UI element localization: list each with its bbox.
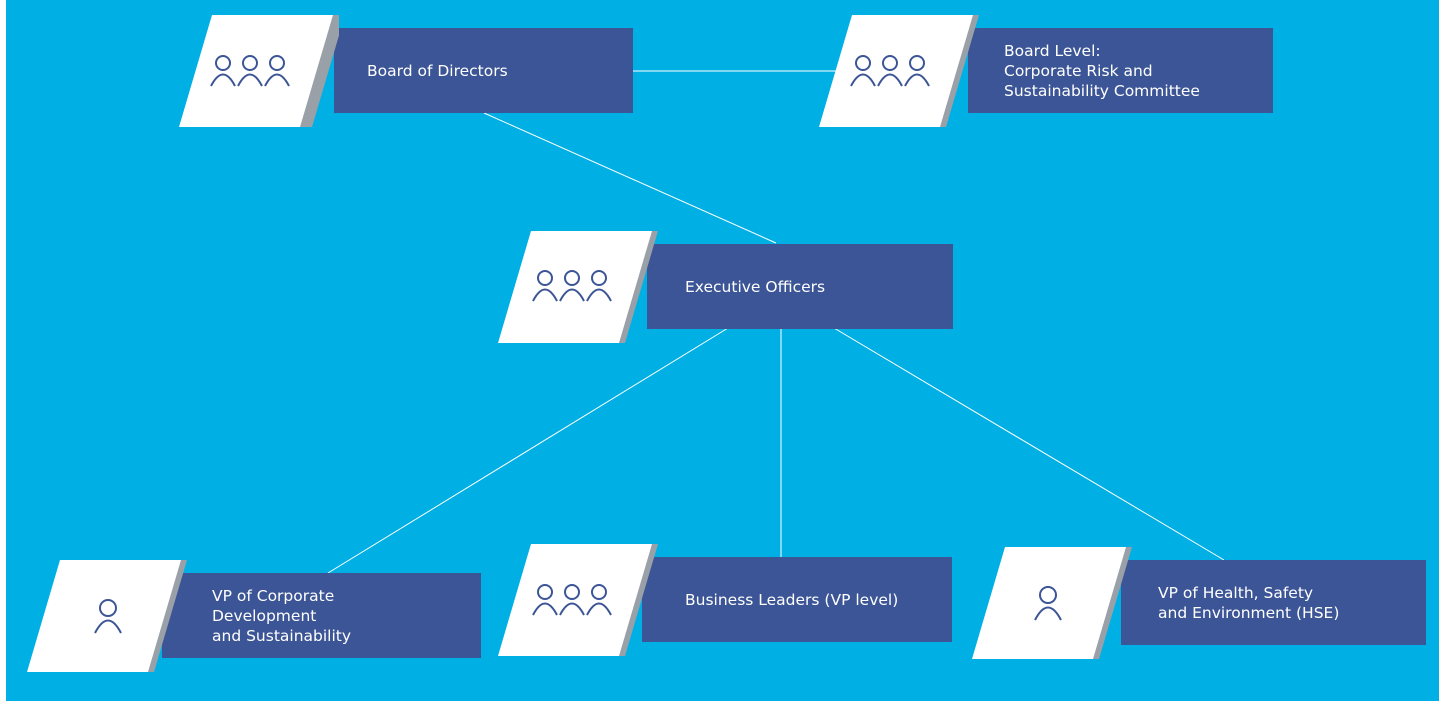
executive-card: [498, 231, 658, 343]
committee-label: Board Level: Corporate Risk and Sustaina…: [1004, 41, 1200, 100]
connector-executive-vp-corporate: [327, 327, 729, 574]
business-leaders-label-box: Business Leaders (VP level): [642, 557, 952, 642]
org-chart: Board of Directors Board Level: Corporat…: [6, 0, 1439, 701]
vp-hse-label: VP of Health, Safety and Environment (HS…: [1158, 583, 1340, 622]
business-leaders-label: Business Leaders (VP level): [685, 590, 899, 609]
board-label-box: Board of Directors: [334, 28, 633, 113]
group-icon: [532, 270, 612, 302]
executive-label: Executive Officers: [685, 277, 826, 296]
node-vp-hse: VP of Health, Safety and Environment (HS…: [972, 547, 1426, 659]
board-card: [179, 15, 339, 127]
group-icon: [532, 584, 612, 616]
person-icon: [94, 599, 122, 634]
node-board-of-directors: Board of Directors: [179, 15, 633, 127]
connector-executive-vp-hse: [833, 327, 1225, 561]
business-leaders-card: [498, 544, 658, 656]
node-business-leaders: Business Leaders (VP level): [498, 544, 952, 656]
committee-card: [819, 15, 979, 127]
connector-lines: [327, 70, 1225, 574]
vp-corporate-label: VP of Corporate Development and Sustaina…: [212, 586, 352, 645]
vp-corporate-card: [27, 560, 187, 672]
node-executive-officers: Executive Officers: [498, 231, 953, 343]
person-icon: [1034, 586, 1062, 621]
connector-board-executive: [483, 112, 777, 244]
vp-hse-label-box: VP of Health, Safety and Environment (HS…: [1121, 560, 1426, 645]
committee-label-box: Board Level: Corporate Risk and Sustaina…: [968, 28, 1273, 113]
executive-label-box: Executive Officers: [647, 244, 953, 329]
node-vp-corporate-development: VP of Corporate Development and Sustaina…: [27, 560, 481, 672]
node-risk-committee: Board Level: Corporate Risk and Sustaina…: [819, 15, 1273, 127]
vp-corporate-label-box: VP of Corporate Development and Sustaina…: [162, 573, 481, 658]
vp-hse-card: [972, 547, 1132, 659]
group-icon: [210, 55, 290, 87]
group-icon: [850, 55, 930, 87]
board-label: Board of Directors: [367, 61, 508, 80]
